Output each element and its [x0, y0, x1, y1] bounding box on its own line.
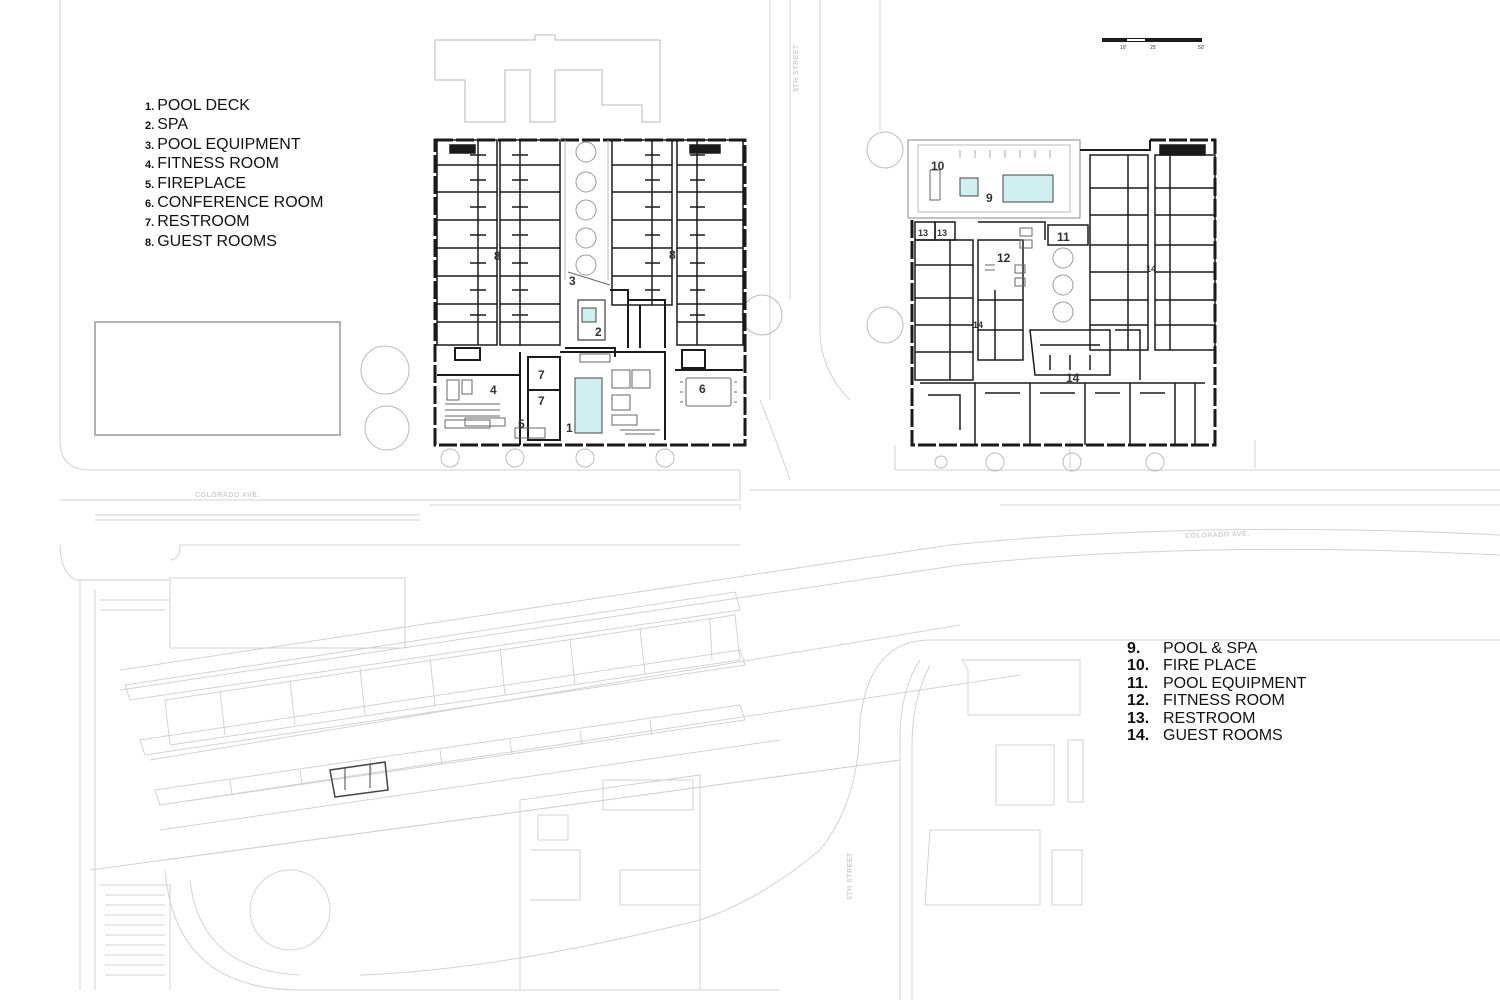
room-number-14a: 14: [1146, 264, 1156, 274]
legend-item: 12. FITNESS ROOM: [1127, 692, 1306, 709]
street-label-5th-south: 5TH STREET: [847, 852, 854, 900]
room-number-labels: 1 2 3 4 5 6 7 7 8 8 9 10 11 12 13 13 14 …: [490, 159, 1156, 435]
legend-item: 11. POOL EQUIPMENT: [1127, 675, 1306, 692]
legend-item: 3.POOL EQUIPMENT: [145, 136, 323, 155]
legend-item-label: FITNESS ROOM: [1163, 692, 1285, 710]
scale-tick-10: 10': [1120, 45, 1127, 51]
legend-item-label: POOL DECK: [157, 97, 250, 114]
legend-item: 13. RESTROOM: [1127, 710, 1306, 727]
legend-item-label: RESTROOM: [157, 213, 250, 231]
street-label-colorado-east: COLORADO AVE.: [1185, 531, 1250, 540]
legend-item: 7.RESTROOM: [145, 213, 323, 232]
room-number-10: 10: [931, 159, 945, 173]
scale-tick-25: 25': [1150, 45, 1157, 51]
room-number-9: 9: [986, 191, 993, 205]
legend-item: 9. POOL & SPA: [1127, 640, 1306, 657]
street-label-5th-north: 5TH STREET: [793, 44, 800, 92]
street-label-colorado-west: COLORADO AVE.: [195, 492, 260, 499]
room-number-2: 2: [595, 325, 602, 339]
left-building-plan: [433, 138, 747, 447]
legend-item-label: POOL EQUIPMENT: [1163, 674, 1307, 692]
room-number-3: 3: [569, 274, 576, 288]
spa-shape-right: [959, 177, 979, 197]
legend-item-number: 5.: [145, 178, 155, 191]
legend-item: 1.POOL DECK: [145, 97, 323, 116]
context-linework: [59, 0, 1500, 1000]
legend-item: 2.SPA: [145, 116, 323, 135]
legend-item-label: FIRE PLACE: [1163, 657, 1257, 675]
room-number-6: 6: [699, 382, 706, 396]
legend-item: 4.FITNESS ROOM: [145, 155, 323, 174]
legend-item-label: GUEST ROOMS: [1163, 727, 1283, 745]
legend-item-label: GUEST ROOMS: [157, 232, 277, 250]
legend-item: 5.FIREPLACE: [145, 175, 323, 194]
legend-item-label: RESTROOM: [1163, 709, 1256, 727]
room-number-14b: 14: [973, 320, 983, 330]
tree-icons: [360, 131, 1165, 472]
legend-item-number: 2.: [145, 120, 155, 133]
pool-shape-right: [1002, 174, 1054, 203]
scale-tick-50: 50': [1198, 45, 1205, 51]
legend-item-label: CONFERENCE ROOM: [157, 194, 324, 212]
legend-item-number: 11.: [1127, 674, 1149, 692]
room-number-8b: 8: [669, 248, 676, 262]
room-number-14c: 14: [1066, 371, 1080, 385]
room-number-7b: 7: [538, 394, 545, 408]
room-number-5: 5: [518, 417, 525, 431]
legend-item-number: 14.: [1127, 727, 1150, 745]
room-number-11: 11: [1057, 230, 1070, 244]
legend-item-label: POOL & SPA: [1163, 640, 1258, 657]
legend-item: 14. GUEST ROOMS: [1127, 727, 1306, 744]
room-number-12: 12: [997, 251, 1011, 265]
legend-item-number: 3.: [145, 139, 155, 152]
legend-left: 1.POOL DECK 2.SPA 3.POOL EQUIPMENT 4.FIT…: [145, 97, 323, 252]
legend-item-number: 9.: [1127, 640, 1141, 657]
legend-item-number: 8.: [145, 236, 155, 249]
legend-item-number: 1.: [145, 101, 155, 113]
pool-shape: [574, 377, 603, 434]
spa-shape: [581, 307, 597, 323]
legend-item: 6.CONFERENCE ROOM: [145, 194, 323, 213]
right-building-plan: [907, 138, 1217, 447]
legend-item: 8.GUEST ROOMS: [145, 233, 323, 252]
room-number-7a: 7: [538, 368, 545, 382]
legend-item: 10. FIRE PLACE: [1127, 657, 1306, 674]
legend-item-number: 6.: [145, 198, 155, 211]
legend-right: 9. POOL & SPA 10. FIRE PLACE 11. POOL EQUIP…: [1127, 640, 1306, 744]
room-number-13b: 13: [937, 228, 947, 238]
room-number-4: 4: [490, 383, 497, 397]
legend-item-number: 4.: [145, 159, 155, 172]
legend-item-number: 12.: [1127, 692, 1150, 710]
legend-item-label: POOL EQUIPMENT: [157, 135, 301, 153]
legend-item-label: FIREPLACE: [157, 174, 247, 192]
legend-item-number: 10.: [1127, 657, 1150, 675]
room-number-8a: 8: [494, 249, 501, 263]
legend-item-label: FITNESS ROOM: [157, 155, 279, 173]
scale-bar: 10' 25' 50': [1102, 38, 1205, 51]
legend-item-label: SPA: [157, 116, 189, 134]
room-number-1: 1: [566, 421, 573, 435]
room-number-13a: 13: [918, 228, 928, 238]
legend-item-number: 13.: [1127, 709, 1150, 727]
legend-item-number: 7.: [145, 217, 155, 230]
